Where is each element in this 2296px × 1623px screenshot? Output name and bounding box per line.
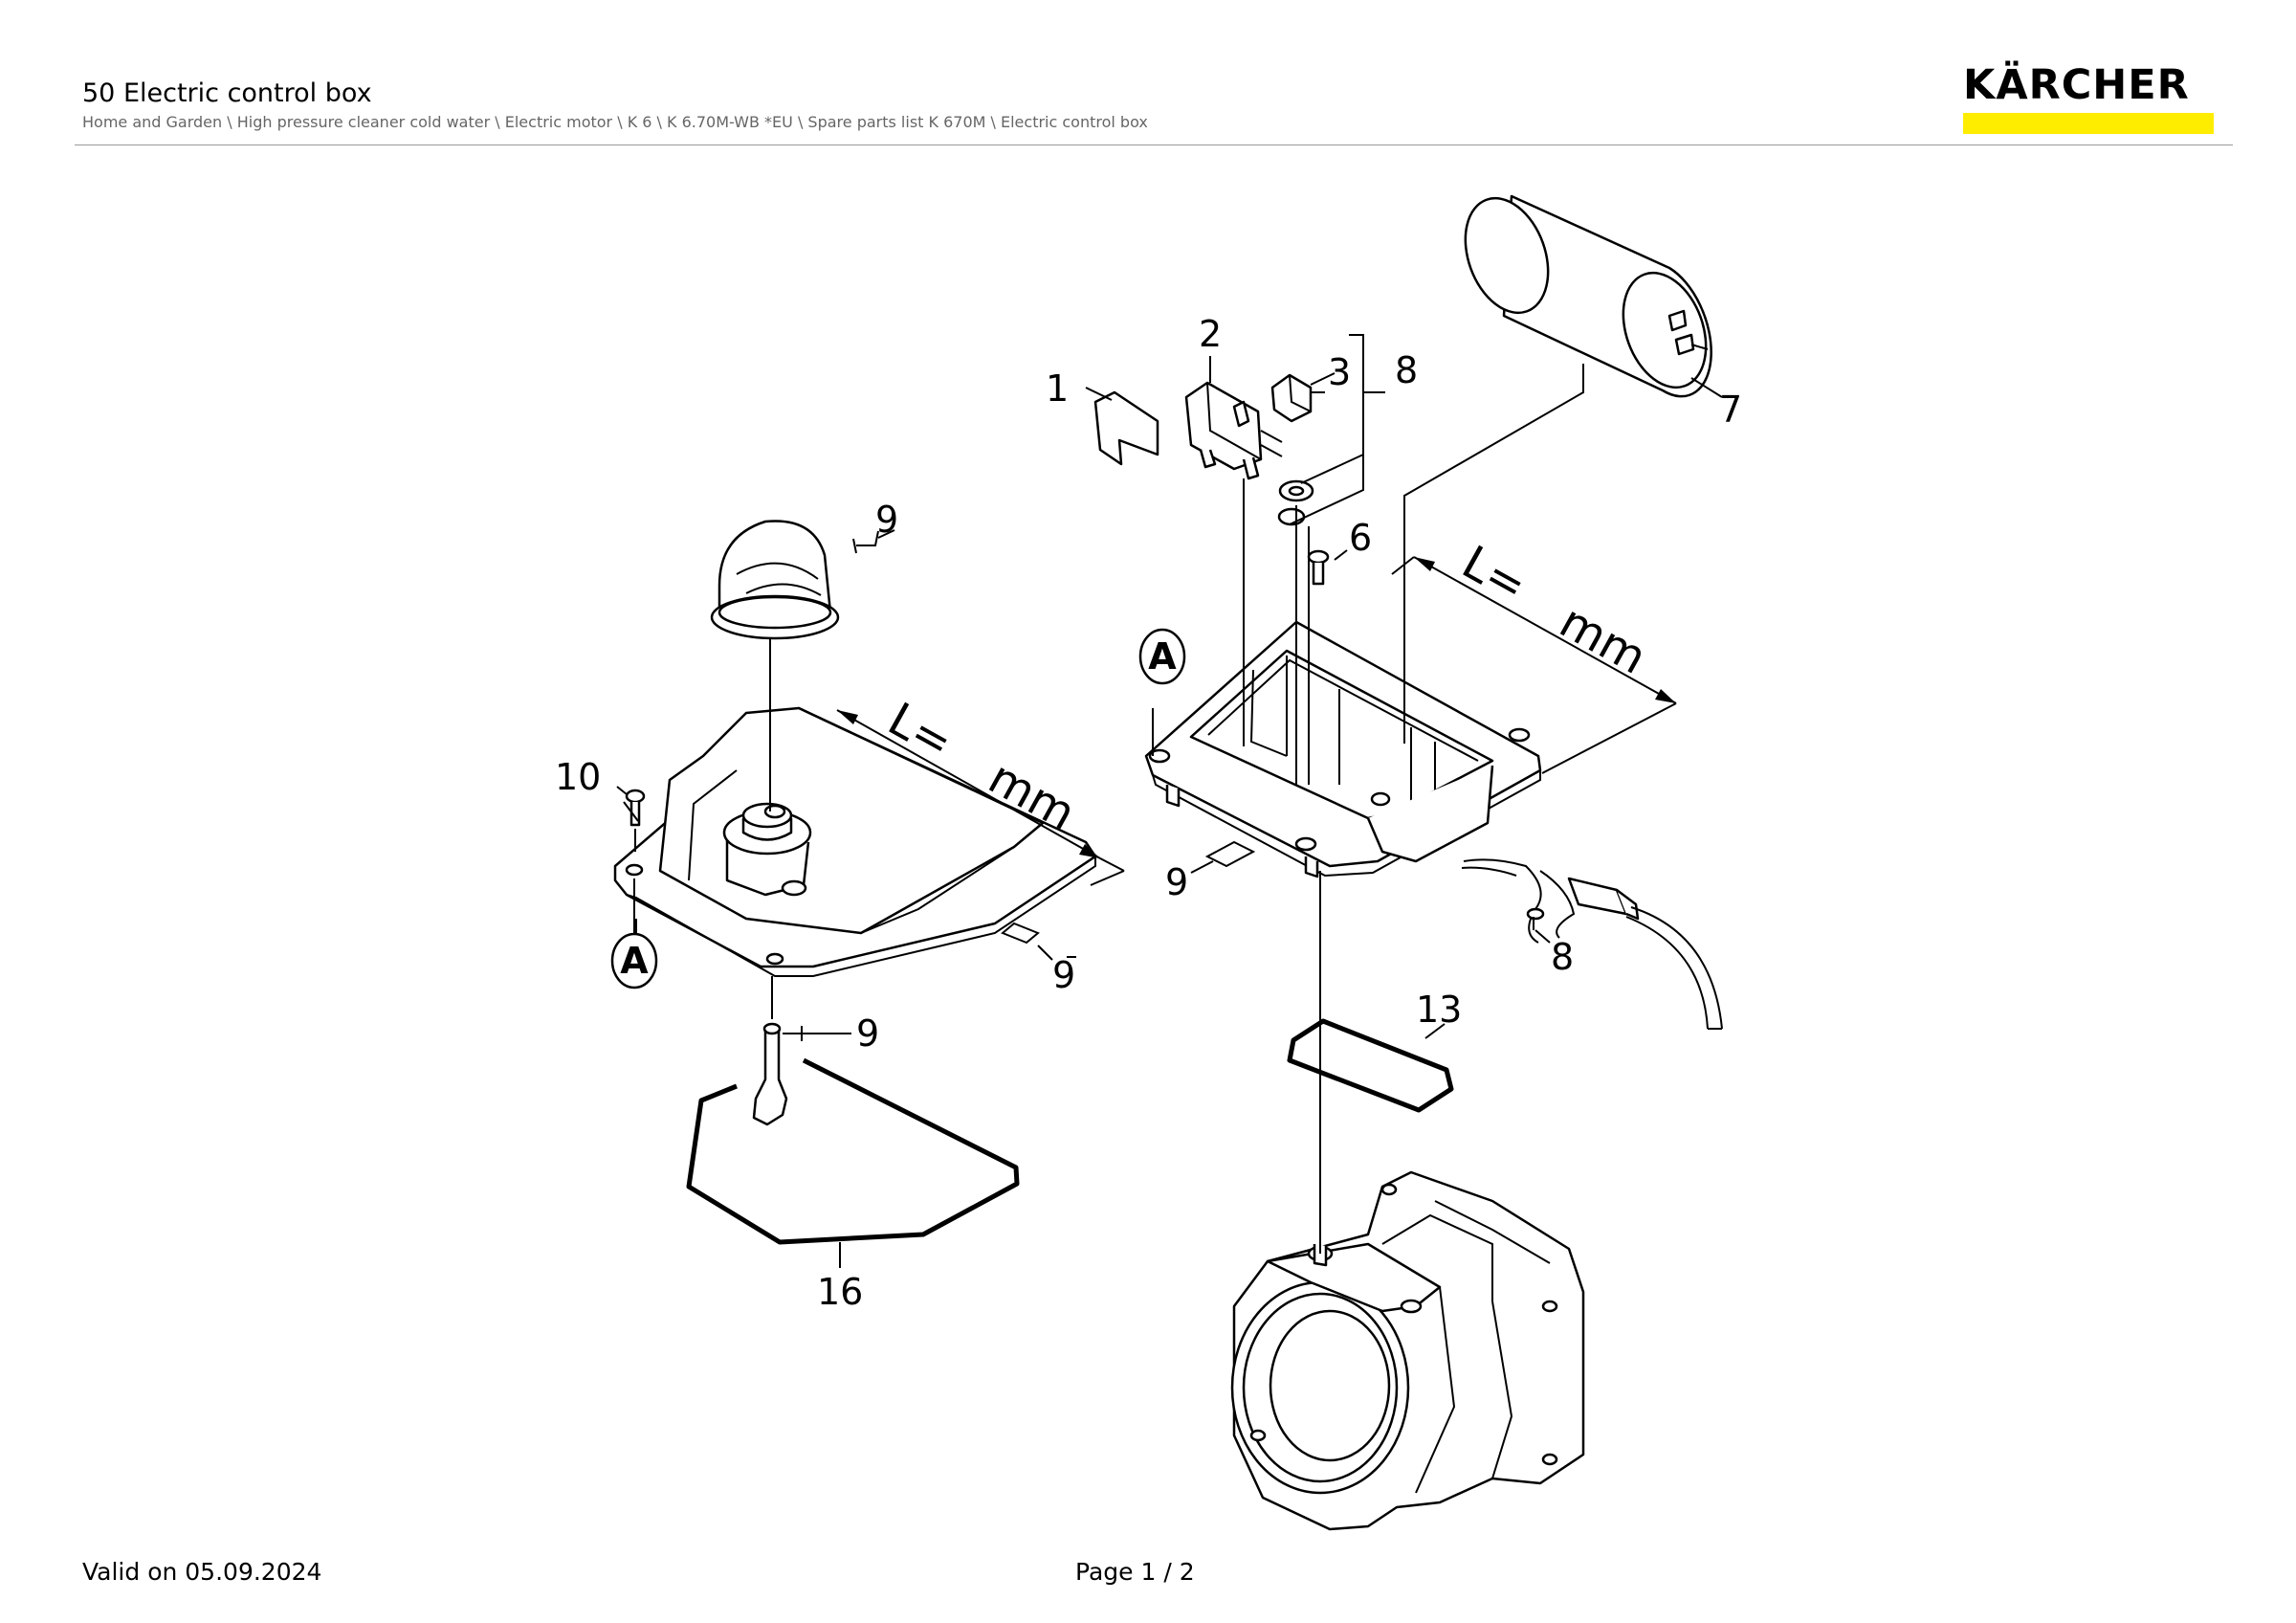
callout-9: 9 — [856, 1012, 879, 1055]
page-title: 50 Electric control box — [82, 78, 372, 108]
washer-part — [1277, 479, 1314, 526]
seal-part — [686, 1057, 1020, 1245]
callout-16: 13 — [1416, 989, 1462, 1031]
cover-part — [613, 706, 1097, 977]
callout-7: 7 — [1719, 389, 1742, 431]
callout-9: 9 — [1052, 954, 1075, 996]
callout-2: 2 — [1199, 313, 1222, 355]
callout-13: 8 — [1551, 936, 1574, 978]
power-cable-part — [1461, 858, 1723, 1030]
callout-3: 3 — [1328, 351, 1351, 393]
microswitch-part — [1184, 381, 1283, 480]
detail-mark-label: A — [1148, 635, 1177, 678]
logo-yellow-bar — [1963, 113, 2214, 134]
dimension-line-right — [1391, 556, 1677, 774]
dimension-right-label: L= — [1453, 536, 1535, 613]
switch-shaft-part — [752, 976, 788, 1126]
detail-mark-label: A — [620, 940, 649, 982]
callout-6: 6 — [1349, 517, 1372, 559]
karcher-logo: KÄRCHER — [1963, 63, 2214, 134]
callout-1: 1 — [1046, 367, 1069, 410]
leader-lines — [616, 334, 1723, 1268]
logo-wordmark: KÄRCHER — [1963, 61, 2190, 109]
connector-part — [1270, 373, 1325, 423]
gasket-part — [1287, 1018, 1454, 1113]
capacitor-part — [1464, 194, 1712, 398]
dimension-right-unit: mm — [1551, 595, 1655, 685]
callout-11: 16 — [817, 1271, 863, 1313]
callout-10: 10 — [555, 756, 601, 798]
screw-part — [1307, 549, 1330, 586]
page-number: Page 1 / 2 — [1075, 1558, 1195, 1586]
bracket-part — [1093, 390, 1159, 466]
control-box-part — [1144, 620, 1542, 878]
dimension-line-left — [836, 709, 1125, 886]
callout-8: 8 — [1395, 349, 1418, 391]
detail-mark-a-right: A — [1138, 628, 1186, 685]
callout-8: 9 — [1165, 861, 1188, 903]
rotary-knob-part — [710, 520, 840, 812]
detail-mark-a-left: A — [610, 932, 658, 989]
breadcrumb: Home and Garden \ High pressure cleaner … — [82, 113, 1148, 131]
callout-9: 9 — [875, 499, 898, 541]
valid-date: Valid on 05.09.2024 — [82, 1558, 322, 1586]
motor-housing-part — [1230, 1170, 1585, 1531]
